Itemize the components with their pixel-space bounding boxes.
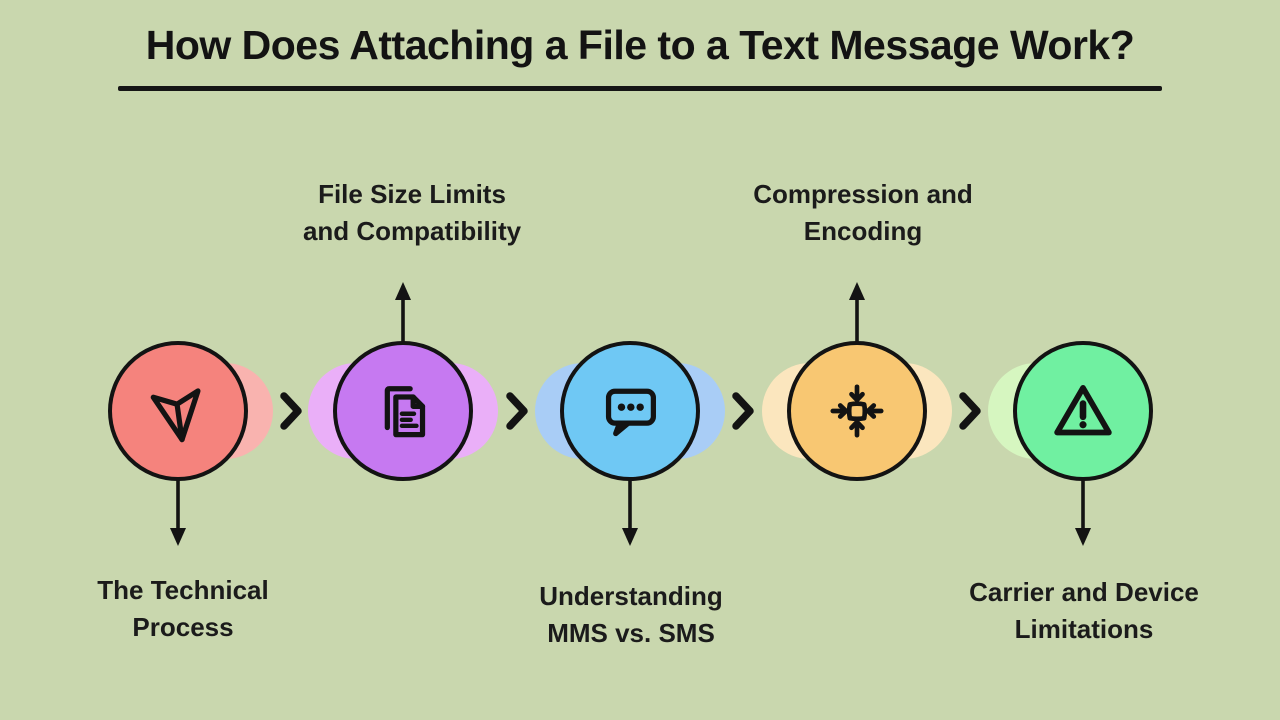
chevron-right-icon xyxy=(959,392,981,430)
chevron-right-icon xyxy=(506,392,528,430)
chat-bubble-icon xyxy=(605,388,656,437)
step4-label: Compression and Encoding xyxy=(753,179,973,246)
step5-circle xyxy=(1013,341,1153,481)
step5-label: Carrier and Device Limitations xyxy=(969,577,1199,644)
title-underline xyxy=(118,86,1162,91)
step1-down-arrow xyxy=(170,477,186,546)
step3-circle xyxy=(560,341,700,481)
document-pages-icon xyxy=(384,386,426,438)
step1-circle xyxy=(108,341,248,481)
chevron-right-icon xyxy=(280,392,302,430)
warning-triangle-icon xyxy=(1054,385,1112,436)
step3-down-arrow xyxy=(622,477,638,546)
step5-down-arrow xyxy=(1075,477,1091,546)
step2-up-arrow xyxy=(395,282,411,344)
step2-label: File Size Limits and Compatibility xyxy=(302,179,522,246)
step1-label: The Technical Process xyxy=(97,575,269,642)
step4-circle xyxy=(787,341,927,481)
step3-label: Understanding MMS vs. SMS xyxy=(539,581,723,648)
paper-plane-send-icon xyxy=(150,388,201,443)
step2-circle xyxy=(333,341,473,481)
chevron-right-icon xyxy=(732,392,754,430)
compress-icon xyxy=(830,384,884,438)
step4-up-arrow xyxy=(849,282,865,344)
page-title: How Does Attaching a File to a Text Mess… xyxy=(145,22,1135,68)
